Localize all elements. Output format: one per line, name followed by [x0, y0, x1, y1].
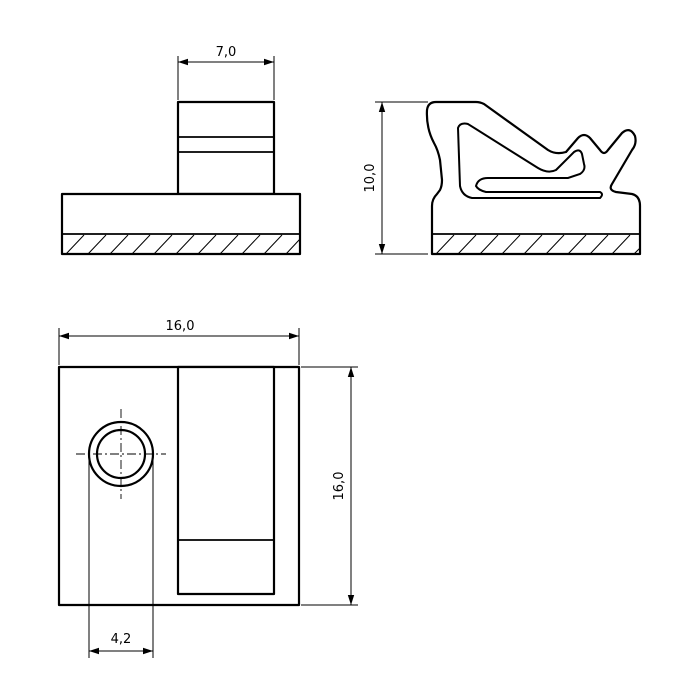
plan-view: 16,0 16,0 4,2 [57, 319, 358, 658]
plan-view-clip-body [176, 365, 276, 596]
dimension-label-hole-offset: 4,2 [111, 632, 132, 647]
dimension-top-width: 7,0 [177, 45, 275, 100]
dimension-label-plan-width: 16,0 [166, 319, 195, 334]
side-view: 10,0 [363, 100, 642, 256]
front-view-hatch [65, 234, 301, 255]
dimension-label-side-height: 10,0 [363, 164, 378, 193]
dimension-plan-height: 16,0 [301, 366, 358, 606]
front-view: 7,0 [60, 45, 302, 256]
side-view-clip-slot [456, 122, 603, 199]
front-view-stem [176, 100, 276, 196]
dimension-side-height: 10,0 [363, 101, 428, 255]
front-view-base [60, 192, 302, 256]
dimension-label-plan-height: 16,0 [332, 472, 347, 501]
side-view-hatch [435, 234, 641, 255]
dimension-hole-offset: 4,2 [88, 454, 154, 658]
dimension-label-top-width: 7,0 [216, 45, 237, 60]
dimension-plan-width: 16,0 [58, 319, 300, 365]
plan-view-hole-inner [95, 428, 147, 480]
